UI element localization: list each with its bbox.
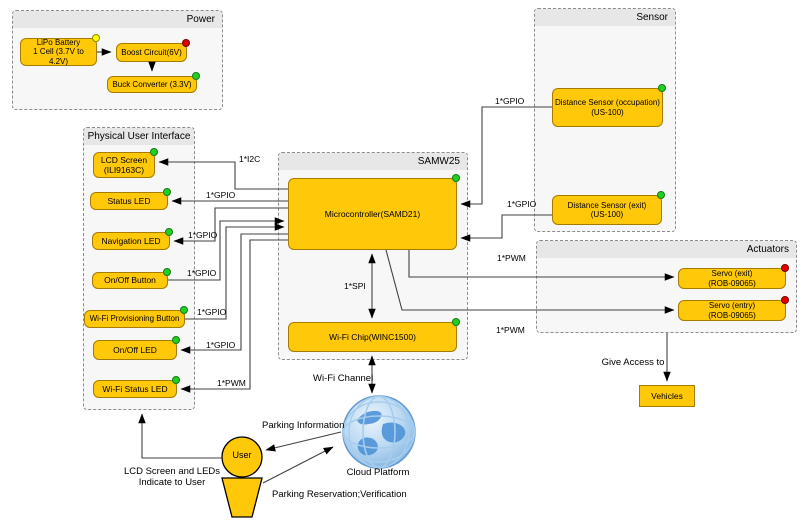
status-dot-icon — [163, 188, 171, 196]
parking-information-label: Parking Information — [262, 420, 345, 431]
edge-user-to-cloud — [262, 446, 334, 484]
status-dot-icon — [165, 228, 173, 236]
status-dot-icon — [172, 376, 180, 384]
node-navigation-led: Navigation LED — [92, 228, 173, 250]
node-label: Wi-Fi Status LED — [102, 383, 168, 394]
node-label: Boost Circuit(6V) — [121, 47, 182, 57]
node-label: Servo (entry) (ROB-09065) — [708, 301, 756, 320]
group-sensor-title: Sensor — [535, 9, 675, 26]
node-label: On/Off LED — [113, 344, 157, 355]
node-label: Status LED — [107, 195, 151, 206]
node-lcd-screen: LCD Screen (ILI9163C) — [93, 148, 158, 178]
node-vehicles: Vehicles — [639, 385, 695, 407]
wire-label-gpio-occupation: 1*GPIO — [495, 96, 525, 106]
group-actuators-title: Actuators — [537, 241, 796, 258]
cloud-platform-globe-icon — [342, 395, 416, 469]
node-label: LCD Screen (ILI9163C) — [100, 154, 148, 175]
node-label: Wi-Fi Chip(WINC1500) — [329, 331, 416, 342]
edge-gpio-on-off-led — [180, 233, 288, 354]
node-label: LiPo Battery 1 Cell (3.7V to 4.2V) — [33, 37, 84, 66]
wire-label-gpio-on-off-led: 1*GPIO — [206, 340, 236, 350]
wire-label-pwm-servo-entry: 1*PWM — [496, 325, 525, 335]
wire-label-gpio-navigation: 1*GPIO — [188, 230, 218, 240]
node-servo-entry: Servo (entry) (ROB-09065) — [678, 296, 789, 321]
cloud-platform-label: Cloud Platform — [346, 467, 410, 478]
user-label: User — [232, 450, 252, 460]
node-wifi-chip-winc1500: Wi-Fi Chip(WINC1500) — [288, 318, 460, 352]
lcd-indicate-label: LCD Screen and LEDs Indicate to User — [123, 466, 221, 488]
node-buck-converter: Buck Converter (3.3V) — [107, 72, 200, 93]
node-label: Microcontroller(SAMD21) — [324, 208, 421, 219]
node-label: Distance Sensor (exit) (US-100) — [567, 200, 647, 219]
status-dot-icon — [781, 296, 789, 304]
wire-label-i2c: 1*I2C — [239, 154, 261, 164]
status-dot-icon — [163, 268, 171, 276]
status-dot-icon — [452, 318, 460, 326]
status-dot-icon — [192, 72, 200, 80]
group-samw25-title: SAMW25 — [279, 153, 467, 170]
parking-reservation-label: Parking Reservation;Verification — [272, 489, 407, 500]
give-access-to-label: Give Access to — [601, 357, 665, 368]
node-on-off-led: On/Off LED — [93, 336, 180, 360]
wire-label-pwm-servo-exit: 1*PWM — [497, 253, 526, 263]
node-distance-sensor-occupation: Distance Sensor (occupation) (US-100) — [552, 84, 666, 127]
status-dot-icon — [658, 84, 666, 92]
user-icon — [221, 436, 263, 518]
node-label: Wi-Fi Provisioning Button — [89, 314, 180, 324]
node-label: Navigation LED — [101, 235, 161, 246]
group-physical-user-interface-title: Physical User Interface — [84, 128, 194, 145]
node-boost-circuit: Boost Circuit(6V) — [116, 39, 190, 62]
wire-label-pwm-wifi-led: 1*PWM — [217, 378, 246, 388]
status-dot-icon — [92, 34, 100, 42]
node-distance-sensor-exit: Distance Sensor (exit) (US-100) — [552, 191, 665, 225]
status-dot-icon — [182, 39, 190, 47]
node-on-off-button: On/Off Button — [92, 268, 171, 289]
node-status-led: Status LED — [90, 188, 171, 210]
status-dot-icon — [150, 148, 158, 156]
edge-user-to-pui — [138, 413, 222, 459]
status-dot-icon — [781, 264, 789, 272]
wire-label-gpio-on-off-button: 1*GPIO — [187, 268, 217, 278]
node-wifi-status-led: Wi-Fi Status LED — [93, 376, 180, 398]
group-power-title: Power — [13, 11, 222, 28]
node-label: Distance Sensor (occupation) (US-100) — [555, 98, 660, 117]
status-dot-icon — [657, 191, 665, 199]
status-dot-icon — [452, 174, 460, 182]
node-lipo-battery: LiPo Battery 1 Cell (3.7V to 4.2V) — [20, 34, 100, 66]
wire-label-spi: 1*SPI — [344, 281, 366, 291]
node-label: On/Off Button — [104, 275, 156, 286]
wifi-channel-label: Wi-Fi Channel — [313, 373, 374, 384]
status-dot-icon — [172, 336, 180, 344]
node-label: Vehicles — [651, 390, 683, 401]
status-dot-icon — [180, 306, 188, 314]
node-servo-exit: Servo (exit) (ROB-09065) — [678, 264, 789, 289]
node-label: Servo (exit) (ROB-09065) — [708, 269, 756, 288]
wire-label-gpio-status: 1*GPIO — [206, 190, 236, 200]
node-microcontroller-samd21: Microcontroller(SAMD21) — [288, 174, 460, 250]
edge-cloud-to-user — [265, 431, 342, 452]
node-label: Buck Converter (3.3V) — [112, 79, 192, 89]
wire-label-gpio-provisioning: 1*GPIO — [197, 307, 227, 317]
node-wifi-provisioning-button: Wi-Fi Provisioning Button — [84, 306, 188, 328]
wire-label-gpio-exit: 1*GPIO — [507, 199, 537, 209]
